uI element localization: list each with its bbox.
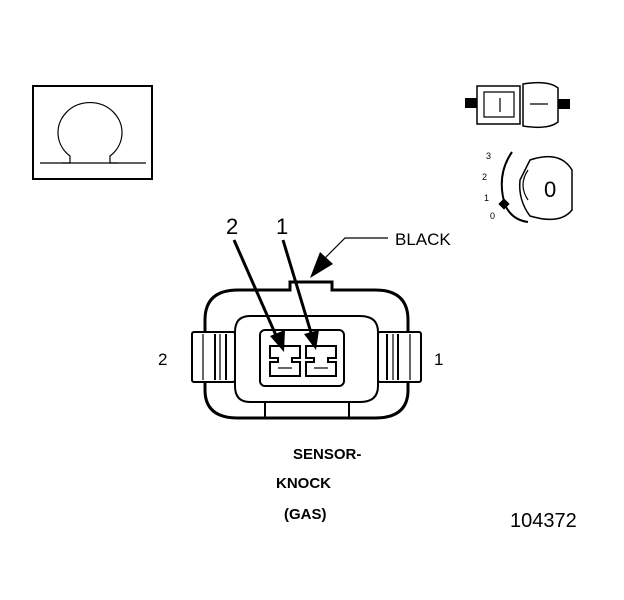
latch-right-body: [377, 331, 422, 383]
caption-line-2: KNOCK: [276, 475, 331, 492]
knock-sensor-connector: [191, 280, 422, 420]
probe-body-left: [476, 85, 521, 125]
probe-body-right: [522, 81, 559, 129]
probe-connector-icon: [465, 81, 570, 129]
wire-color-callout: BLACK: [310, 230, 451, 278]
side-label-left: 2: [158, 350, 167, 369]
side-label-right: 1: [434, 350, 443, 369]
terminal-cavity: [259, 329, 345, 387]
figure-number: 104372: [510, 510, 577, 532]
wire-color-leader: [324, 237, 388, 259]
connector-bottom-tab: [264, 401, 350, 419]
latch-left-body: [191, 331, 236, 383]
component-caption: SENSOR- KNOCK (GAS): [276, 446, 361, 523]
probe-tip-right: [558, 99, 570, 109]
dial-knob: [518, 155, 573, 221]
terminal-1-body: [305, 345, 337, 377]
dial-tick-0: 0: [490, 211, 495, 221]
caption-line-3: (GAS): [284, 506, 327, 523]
dial-tick-2: 2: [482, 172, 487, 182]
connector-housing: [234, 315, 379, 403]
pin-callout-2-label: 2: [226, 214, 238, 239]
pin-callout-1: 1: [276, 214, 319, 350]
connector-shell: [203, 280, 410, 420]
caption-line-1: SENSOR-: [293, 446, 361, 463]
ohm-symbol-box: [32, 85, 153, 180]
probe-tip-left: [465, 98, 477, 108]
ohm-box-frame: [32, 85, 153, 180]
terminal-2: [269, 345, 301, 377]
wire-color-label: BLACK: [395, 230, 451, 249]
pin-callout-2: 2: [226, 214, 285, 352]
pin-callout-1-arrowhead: [304, 330, 319, 350]
wire-color-arrowhead: [310, 252, 333, 278]
pin-callout-1-label: 1: [276, 214, 288, 239]
terminal-2-body: [269, 345, 301, 377]
omega-icon: [57, 101, 123, 163]
pin-callout-1-line: [281, 239, 314, 337]
dial-knob-face: [522, 169, 529, 201]
terminal-1: [305, 345, 337, 377]
pin-callout-2-arrowhead: [270, 330, 285, 352]
dial-switch-icon: 0 3 2 1 0: [482, 151, 573, 223]
pin-callout-2-line: [232, 239, 280, 341]
dial-pointer: [498, 198, 510, 210]
latch-left: [191, 331, 236, 383]
dial-tick-1: 1: [484, 193, 489, 203]
dial-tick-3: 3: [486, 151, 491, 161]
probe-inner-left: [483, 91, 515, 118]
dial-value-text: 0: [544, 177, 556, 202]
latch-right: [377, 331, 422, 383]
